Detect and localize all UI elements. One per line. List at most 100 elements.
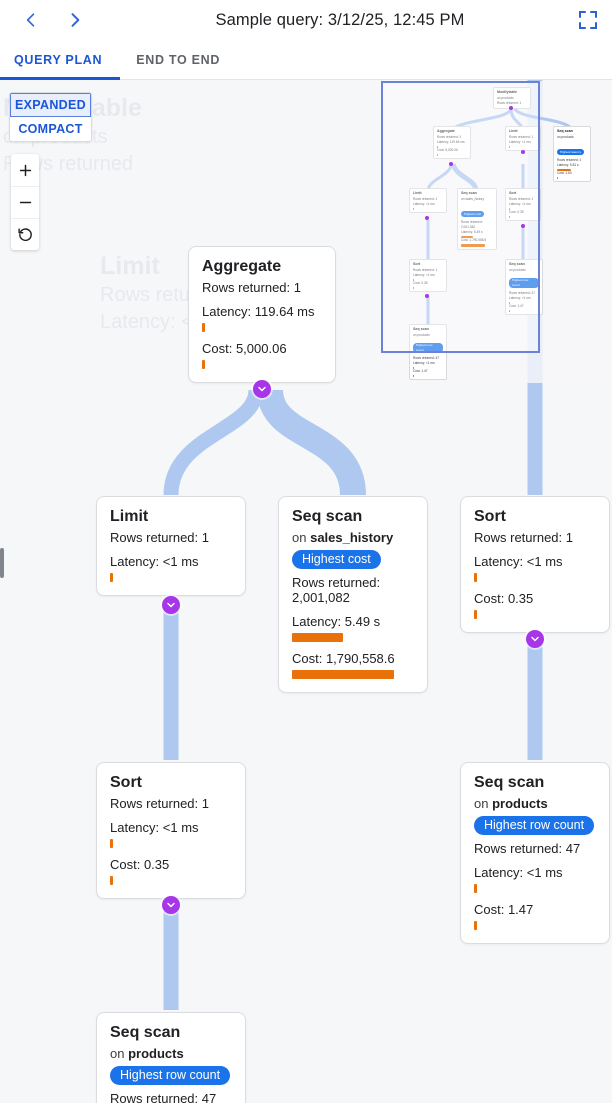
mm-line: Cost: 0.35	[413, 281, 428, 285]
collapse-toggle-limit[interactable]	[162, 596, 180, 614]
status-badge-highest-row-count: Highest row count	[110, 1066, 231, 1085]
latency-bar	[474, 884, 477, 893]
node-limit[interactable]: Limit Rows returned: 1 Latency: <1 ms	[96, 496, 246, 596]
mm-line: Latency: <1 ms	[413, 272, 435, 277]
minimap-node-seqscan-sales[interactable]: Seq scan on sales_history Highest cost R…	[457, 188, 497, 250]
mm-title: Sort	[509, 191, 517, 195]
latency-bar	[474, 573, 477, 582]
mm-title: Limit	[413, 191, 422, 195]
minimap-node-seqscan-products[interactable]: Seq scan on products Highest row count R…	[505, 259, 543, 316]
chevron-left-icon	[21, 10, 41, 30]
status-badge-highest-row-count: Highest row count	[474, 816, 595, 835]
node-rows: Rows returned: 1	[474, 530, 573, 545]
mm-line: on products	[557, 134, 574, 139]
node-cost: Cost: 1.47	[474, 902, 534, 917]
mm-title: Seq scan	[509, 262, 525, 266]
mm-line: Rows returned: 1	[497, 100, 522, 105]
node-cost: Cost: 0.35	[110, 857, 170, 872]
node-rows: Rows returned: 47	[474, 841, 581, 856]
cost-bar	[292, 670, 394, 679]
mm-line: Rows returned: 1	[509, 134, 534, 139]
tab-end-to-end[interactable]: END TO END	[136, 53, 221, 67]
mm-line: Rows returned: 1	[509, 196, 534, 201]
collapse-toggle-aggregate[interactable]	[253, 380, 271, 398]
minimap-viewport-rect[interactable]	[381, 81, 540, 353]
mm-badge: Highest row count	[509, 277, 539, 288]
node-aggregate[interactable]: Aggregate Rows returned: 1 Latency: 119.…	[188, 246, 336, 383]
mm-line: Cost: 1.47	[509, 304, 524, 309]
minimap[interactable]: Modifytable on products Rows returned: 1…	[381, 81, 612, 383]
fullscreen-button[interactable]	[576, 8, 600, 32]
mm-line: Rows returned: 47	[413, 355, 440, 360]
mm-badge: Highest latency	[557, 149, 585, 155]
node-cost: Cost: 1,790,558.6	[292, 651, 395, 666]
node-cost: Cost: 0.35	[474, 591, 534, 606]
minimap-node-limit[interactable]: Limit Rows returned: 1 Latency: <1 ms	[409, 188, 447, 213]
minimap-node-sort-top[interactable]: Sort Rows returned: 1 Latency: <1 ms Cos…	[505, 188, 541, 222]
node-title: Sort	[110, 774, 142, 791]
minimap-node-limit-top[interactable]: Limit Rows returned: 1 Latency: <1 ms	[505, 126, 541, 151]
node-table: on products	[110, 1046, 232, 1061]
collapse-toggle-sort-left[interactable]	[162, 896, 180, 914]
chevron-down-icon	[167, 902, 175, 908]
status-badge-highest-cost: Highest cost	[292, 550, 381, 569]
node-sort-right[interactable]: Sort Rows returned: 1 Latency: <1 ms Cos…	[460, 496, 610, 633]
zoom-out-button[interactable]	[11, 186, 39, 218]
node-seqscan-products[interactable]: Seq scan on products Highest row count R…	[460, 762, 610, 944]
mm-line: Rows returned: 1	[437, 134, 462, 139]
reset-view-button[interactable]	[11, 218, 39, 250]
collapse-toggle-sort-right[interactable]	[526, 630, 544, 648]
mm-title: Sort	[413, 262, 421, 266]
canvas-scrollbar-thumb[interactable]	[0, 548, 4, 578]
chevron-down-icon	[258, 386, 266, 392]
mm-line: Cost: 1,790,558.6	[461, 238, 487, 243]
table-name: products	[128, 1046, 184, 1061]
mm-title: Limit	[509, 129, 518, 133]
zoom-controls[interactable]	[11, 154, 39, 250]
mm-title: Seq scan	[413, 327, 429, 331]
node-sort-left[interactable]: Sort Rows returned: 1 Latency: <1 ms Cos…	[96, 762, 246, 899]
forward-button[interactable]	[58, 3, 92, 37]
latency-bar	[110, 839, 113, 848]
mm-title: Modifytable	[497, 90, 517, 94]
node-title: Aggregate	[202, 258, 282, 275]
mm-line: Cost: 5,000.06	[437, 148, 458, 152]
minimap-node-seqscan-highest-latency[interactable]: Seq scan on products Highest latency Row…	[553, 126, 591, 183]
mm-line: Cost: 0.35	[509, 210, 524, 214]
node-table: on sales_history	[292, 530, 414, 545]
chevron-down-icon	[531, 636, 539, 642]
node-rows: Rows returned: 1	[110, 796, 209, 811]
mm-badge: Highest cost	[461, 211, 485, 217]
node-rows-label: Rows returned:	[292, 575, 381, 590]
mm-line: on sales_history	[461, 196, 485, 201]
mm-line: Latency: <1 ms	[509, 295, 531, 300]
layout-mode-toggle[interactable]: EXPANDED COMPACT	[9, 92, 92, 142]
expanded-button[interactable]: EXPANDED	[10, 93, 91, 117]
minus-icon	[19, 201, 31, 204]
reset-rotate-icon	[17, 228, 32, 242]
tab-query-plan[interactable]: QUERY PLAN	[0, 40, 121, 80]
tab-bar: QUERY PLAN END TO END	[0, 40, 612, 80]
mm-line: Latency: <1 ms	[509, 201, 531, 206]
mm-badge: Highest row count	[413, 342, 443, 353]
node-seqscan-products-bottom[interactable]: Seq scan on products Highest row count R…	[96, 1012, 246, 1103]
mm-title: Seq scan	[557, 129, 573, 133]
mm-line: Rows returned: 1	[413, 267, 438, 272]
node-latency: Latency: <1 ms	[474, 554, 563, 569]
zoom-in-button[interactable]	[11, 154, 39, 186]
node-rows: Rows returned: 1	[202, 280, 301, 295]
mm-line: Latency: 5.81 s	[557, 162, 579, 167]
mm-line: Latency: <1 ms	[509, 139, 531, 144]
node-seqscan-sales-history[interactable]: Seq scan on sales_history Highest cost R…	[278, 496, 428, 693]
mm-line: Rows returned: 1	[413, 196, 438, 201]
minimap-toggle-dot	[521, 150, 525, 154]
plus-icon	[19, 164, 31, 176]
query-plan-canvas[interactable]: Modifytable on products Rows returned Li…	[0, 80, 612, 1103]
minimap-node-aggregate[interactable]: Aggregate Rows returned: 1 Latency: 119.…	[433, 126, 471, 160]
mm-line: Cost: 1.53	[557, 171, 572, 176]
compact-button[interactable]: COMPACT	[18, 122, 83, 136]
minimap-node-sort[interactable]: Sort Rows returned: 1 Latency: <1 ms Cos…	[409, 259, 447, 293]
top-bar: Sample query: 3/12/25, 12:45 PM	[0, 0, 612, 40]
on-prefix: on	[110, 1046, 125, 1061]
back-button[interactable]	[14, 3, 48, 37]
